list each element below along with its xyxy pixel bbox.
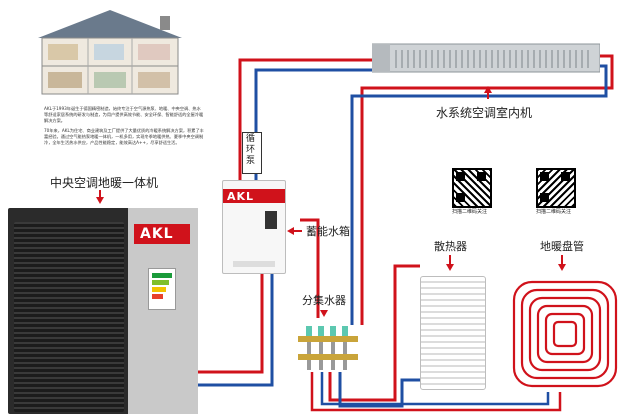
qr-code-2-caption: 扫描二维码关注 xyxy=(536,209,572,215)
manifold-label: 分集水器 xyxy=(302,294,346,307)
tank-logo: AKL xyxy=(227,190,255,203)
radiator-label: 散热器 xyxy=(434,240,467,253)
floor-heating-coil xyxy=(510,278,620,390)
storage-tank-label: 蓄能水箱 xyxy=(306,225,350,238)
qr-code-1 xyxy=(452,168,492,208)
unit-logo-band xyxy=(134,224,190,244)
pipe-hot-to-indoor xyxy=(238,58,372,180)
pipe-tank-to-manifold xyxy=(300,218,320,318)
pipe-manifold-radiator-blue xyxy=(338,372,420,408)
fan-grille xyxy=(14,222,124,412)
indoor-unit-label: 水系统空调室内机 xyxy=(436,106,533,120)
tank-base xyxy=(233,261,275,267)
house-illustration xyxy=(28,8,192,98)
pipe-manifold-floor-red xyxy=(310,372,562,412)
pipe-manifold-floor-blue xyxy=(320,372,550,406)
floor-heating-label: 地暖盘管 xyxy=(540,240,584,253)
radiator xyxy=(420,276,486,390)
heat-pump-arrow xyxy=(96,197,104,204)
indoor-unit-arrow-stem xyxy=(487,93,489,99)
indoor-unit-arrow xyxy=(484,86,492,93)
manifold-arrow xyxy=(320,310,328,317)
pipe-indoor-return-red xyxy=(360,54,614,325)
pipe-indoor-return-blue xyxy=(350,64,608,325)
pipe-pump-to-tank-red xyxy=(190,272,264,374)
storage-tank-arrow-stem xyxy=(294,230,302,232)
description-paragraph-2: 70年来，AKL为住宅、商业建筑及工厂提供了大量优质的冷暖系统解决方案，积累了丰… xyxy=(44,127,204,146)
tank-logo-band xyxy=(223,189,285,203)
manifold xyxy=(296,320,360,372)
qr-code-1-caption: 扫描二维码关注 xyxy=(452,209,488,215)
floor-heating-coil-graphic xyxy=(512,280,618,388)
indoor-unit-graphic xyxy=(371,43,601,73)
qr-code-2 xyxy=(536,168,576,208)
circulation-pump xyxy=(242,132,262,174)
heat-pump-unit: AKL xyxy=(8,208,198,414)
floor-heating-arrow-stem xyxy=(561,255,563,264)
indoor-unit xyxy=(371,40,601,76)
pipe-cold-from-indoor xyxy=(254,68,372,180)
circulation-pump-label: 循环泵 xyxy=(246,134,256,166)
company-description: AKL于1993年诞生于德国精密制造，始终专注于空气源热泵、地暖、中央空调、热水… xyxy=(44,106,204,146)
floor-heating-arrow xyxy=(558,264,566,271)
unit-logo: AKL xyxy=(140,226,174,242)
pipe-pump-to-tank-blue xyxy=(190,272,274,387)
manifold-graphic xyxy=(298,326,358,370)
house-cutaway-image xyxy=(38,10,182,95)
storage-tank-arrow xyxy=(287,227,294,235)
description-paragraph-1: AKL于1993年诞生于德国精密制造，始终专注于空气源热泵、地暖、中央空调、热水… xyxy=(44,106,204,124)
radiator-arrow-stem xyxy=(449,255,451,264)
radiator-arrow xyxy=(446,264,454,271)
storage-tank: AKL xyxy=(222,180,286,274)
heat-pump-arrow-stem xyxy=(99,190,101,197)
energy-label xyxy=(148,268,176,310)
pipe-manifold-radiator-red xyxy=(328,264,420,402)
tank-display xyxy=(265,211,277,229)
heat-pump-label: 中央空调地暖一体机 xyxy=(50,176,159,190)
